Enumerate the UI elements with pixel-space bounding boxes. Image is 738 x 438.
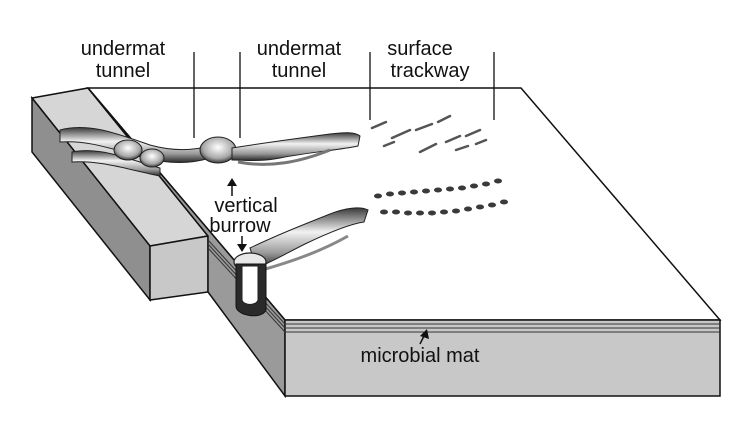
- label-vertical-burrow-line1: vertical: [214, 195, 277, 217]
- lower-step-front: [149, 235, 209, 301]
- arrow-to-microbial-mat: [419, 329, 429, 345]
- label-undermat-tunnel-left-line1: undermat: [81, 38, 166, 60]
- upper-tunnel-burrow: [59, 127, 361, 177]
- block-front-face: [284, 319, 721, 397]
- label-undermat-tunnel-left-line2: tunnel: [96, 60, 151, 82]
- lower-tunnel-burrow: [249, 207, 369, 272]
- label-microbial-mat: microbial mat: [361, 345, 480, 367]
- label-vertical-burrow-line2: burrow: [209, 215, 271, 237]
- surface-trackway-lower: [374, 178, 508, 216]
- label-surface-trackway-line2: trackway: [391, 60, 470, 82]
- label-surface-trackway-line1: surface: [387, 38, 453, 60]
- vertical-burrow-shaft: [233, 252, 267, 317]
- label-bracket-lines: [193, 52, 495, 138]
- surface-trackway-upper: [370, 114, 488, 154]
- arrow-to-upper-tunnel: [227, 178, 237, 196]
- label-undermat-tunnel-mid-line2: tunnel: [272, 60, 327, 82]
- label-undermat-tunnel-mid-line1: undermat: [257, 38, 342, 60]
- arrow-to-vertical-burrow: [237, 236, 247, 252]
